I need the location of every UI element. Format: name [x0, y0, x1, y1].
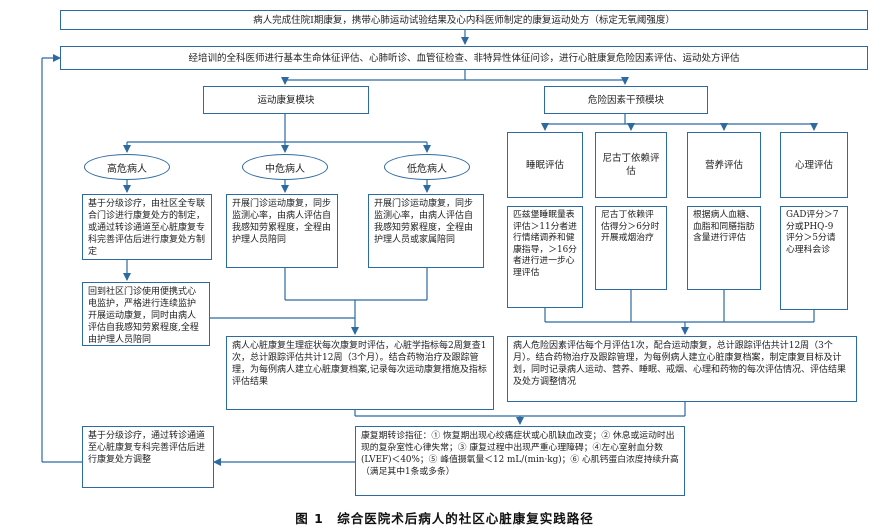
low-risk-oval: 低危病人: [384, 154, 470, 180]
top-box: 病人完成住院Ⅰ期康复，携带心肺运动试验结果及心内科医师制定的康复运动处方（标定无…: [60, 10, 868, 30]
high-risk-oval: 高危病人: [84, 154, 170, 180]
sleep-detail-box: 匹兹堡睡眠量表评估＞11分者进行情绪调养和健康指导，＞16分者进行进一步心理评估: [507, 206, 583, 308]
low-risk-box: 开展门诊运动康复，同步监测心率，由病人评估自我感知劳累程度，全程由护理人员或家属…: [368, 194, 484, 268]
nutrition-detail-box: 根据病人血糖、血脂和同膳指肪含量进行评估: [687, 206, 761, 290]
figure-caption: 图 1 综合医院术后病人的社区心脏康复实践路径: [295, 511, 594, 526]
mid-risk-oval: 中危病人: [242, 154, 328, 180]
risk-factor-sleep: 睡眠评估: [507, 132, 583, 198]
exercise-summary-box: 病人心脏康复生理症状每次康复时评估，心脏学指标每2周复查1次，总计跟踪评估共计1…: [226, 336, 494, 410]
exercise-module: 运动康复模块: [203, 86, 369, 114]
high-risk-box: 基于分级诊疗，由社区全专联合门诊进行康复处方的制定，或通过转诊通道至心脏康复专科…: [82, 194, 212, 260]
referral-criteria-box: 康复期转诊指征：① 恢复期出现心绞痛症状或心肌缺血改变；② 休息或运动时出现的复…: [355, 426, 685, 496]
risk-module: 危险因素干预模块: [544, 86, 708, 114]
risk-factor-nutrition: 营养评估: [687, 132, 761, 198]
mid-risk-box: 开展门诊运动康复，同步监测心率，由病人评估自我感知劳累程度，全程由护理人员陪同: [226, 194, 338, 268]
risk-factor-psych: 心理评估: [780, 132, 848, 198]
nicotine-detail-box: 尼古丁依赖评估得分＞6分时开展戒烟治疗: [595, 206, 667, 290]
risk-summary-box: 病人危险因素评估每个月评估1次，配合运动康复，总计跟踪评估共计12周（3个月）。…: [507, 336, 857, 402]
risk-factor-nicotine: 尼古丁依赖评估: [595, 132, 667, 198]
high-risk-followup-box: 回到社区门诊使用便携式心电监护，严格进行连续监护开展运动康复，同时由病人评估自我…: [82, 282, 210, 346]
referral-adjust-box: 基于分级诊疗，通过转诊通道至心脏康复专科完善评估后进行康复处方调整: [82, 426, 214, 488]
psych-detail-box: GAD评分＞7分或PHQ-9评分＞5分请心理科会诊: [780, 206, 848, 310]
assessment-box: 经培训的全科医师进行基本生命体征评估、心肺听诊、血管征检查、非特异性体征问诊，进…: [60, 46, 868, 70]
